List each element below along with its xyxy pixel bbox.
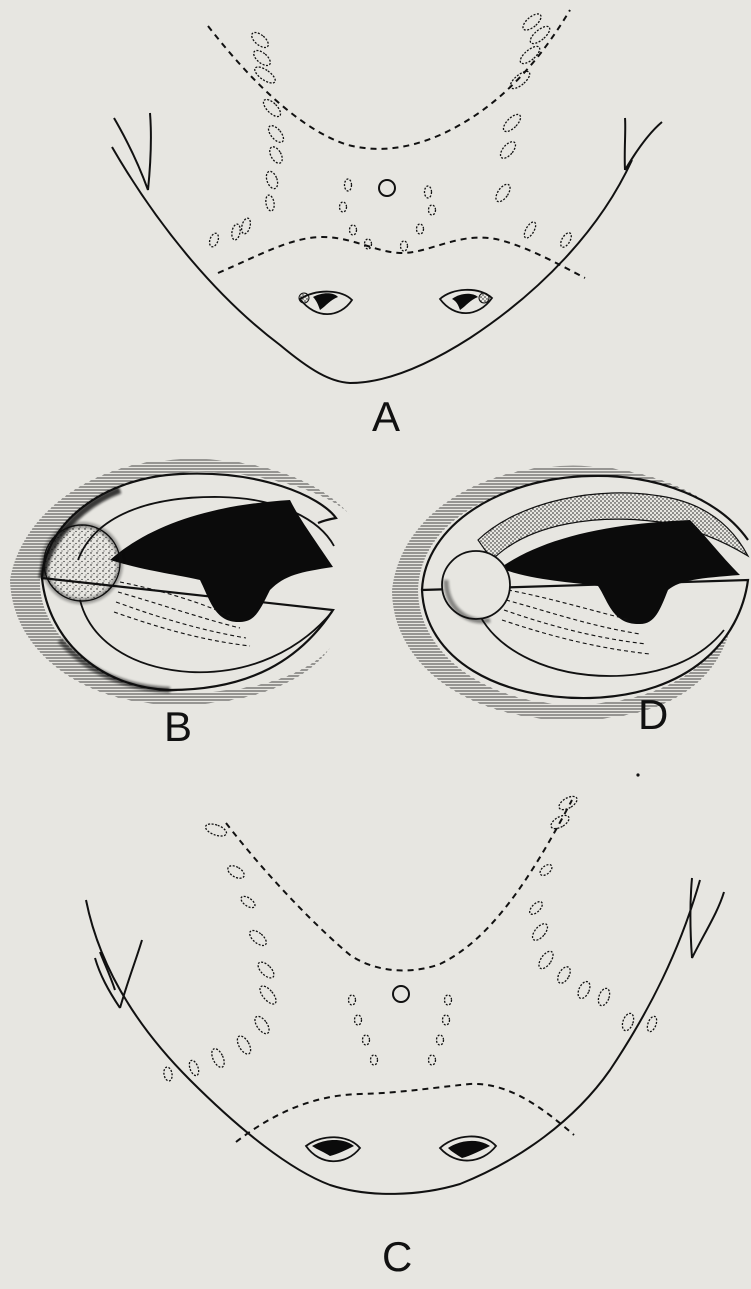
panel-a-head-outline [112, 147, 632, 383]
panel-c-lower-dashed-line [236, 1084, 574, 1142]
panel-d-pale-sphere [442, 551, 510, 619]
panel-label-d: D [638, 694, 668, 736]
panel-c-right-branch [691, 878, 725, 958]
panel-c-pores [163, 794, 659, 1082]
panel-label-b: B [164, 706, 192, 748]
panel-c-upper-dashed-line [226, 800, 572, 970]
panel-d-eye-drawing [392, 466, 748, 777]
panel-a-upper-dashed-line [208, 10, 570, 149]
panel-a-left-eye [299, 292, 352, 315]
panel-a-left-branch [114, 113, 151, 190]
panel-a-right-eye [440, 290, 492, 313]
panel-a-lower-dashed-line [218, 237, 585, 278]
panel-label-a: A [372, 396, 400, 438]
panel-c-head-drawing [86, 800, 724, 1194]
panel-c-right-eye [440, 1136, 496, 1160]
panel-a-center-pore [379, 180, 395, 196]
panel-label-c: C [382, 1236, 412, 1278]
panel-c-center-pore [393, 986, 409, 1002]
panel-a-head-drawing [112, 10, 662, 383]
panel-c-left-branch [95, 940, 142, 1008]
panel-c-left-eye [306, 1137, 360, 1161]
panel-b-eye-drawing [10, 459, 350, 704]
panel-a-pores [208, 11, 574, 251]
panel-c-head-outline [86, 880, 700, 1194]
panel-a-right-branch [625, 118, 662, 170]
